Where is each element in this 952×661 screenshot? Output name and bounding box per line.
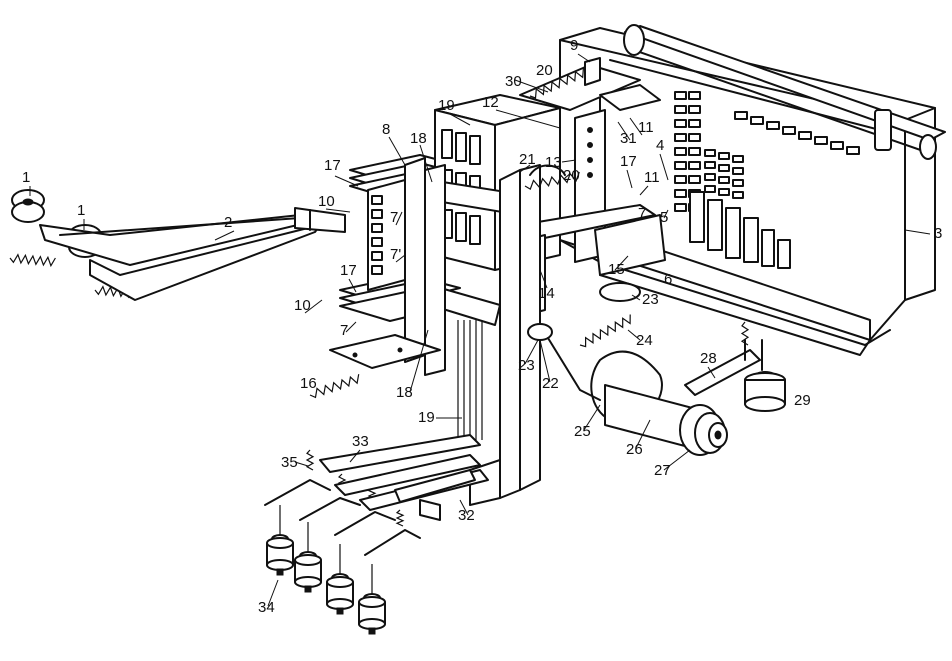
guides-23 [527, 282, 641, 401]
label-10b: 10 [294, 297, 311, 314]
label-23a: 23 [642, 291, 659, 308]
label-35: 35 [281, 454, 298, 471]
label-1a: 1 [22, 169, 30, 186]
label-17c: 17 [620, 153, 637, 170]
label-26: 26 [626, 441, 643, 458]
label-11a: 11 [638, 119, 654, 136]
drum-assembly [590, 350, 728, 456]
shaft-rod [623, 24, 946, 160]
label-23b: 23 [518, 357, 535, 374]
label-21: 21 [519, 151, 536, 168]
connector-blocks [689, 191, 791, 269]
label-12: 12 [482, 94, 499, 111]
label-1b: 1 [77, 202, 85, 219]
label-10a: 10 [318, 193, 335, 210]
label-18b: 18 [396, 384, 413, 401]
label-3: 3 [934, 225, 942, 242]
label-11b: 11 [644, 169, 660, 186]
base-plate-16 [329, 334, 441, 369]
pendant-links-34 [264, 479, 421, 556]
label-17b: 17 [340, 262, 357, 279]
label-28: 28 [700, 350, 717, 367]
leader-lines [29, 53, 931, 607]
label-16: 16 [300, 375, 317, 392]
part-labels: 1 1 2 3 4 5 6 7 7' 7 7 8 9 10 10 11 11 1… [22, 37, 942, 616]
label-9: 9 [570, 37, 578, 54]
label-31: 31 [620, 130, 637, 147]
arms-2 [39, 207, 346, 301]
label-4: 4 [656, 137, 664, 154]
label-20a: 20 [536, 62, 553, 79]
label-8: 8 [382, 121, 390, 138]
label-7c: 7 [340, 322, 348, 339]
label-18a: 18 [410, 130, 427, 147]
label-29: 29 [794, 392, 811, 409]
label-15: 15 [608, 261, 625, 278]
label-19b: 19 [418, 409, 435, 426]
label-20b: 20 [563, 167, 580, 184]
label-27: 27 [654, 462, 671, 479]
label-6: 6 [664, 271, 672, 288]
label-13: 13 [545, 154, 562, 171]
weight-29 [744, 371, 786, 412]
label-34: 34 [258, 599, 275, 616]
bracket-9-12 [519, 57, 661, 111]
card-slots [674, 91, 860, 212]
label-7d: 7 [638, 205, 646, 222]
label-22: 22 [542, 375, 559, 392]
label-14: 14 [538, 285, 555, 302]
label-19a: 19 [438, 97, 455, 114]
wires-19 [457, 320, 483, 440]
label-33: 33 [352, 433, 369, 450]
linkage-32-33 [319, 434, 489, 521]
label-2: 2 [224, 214, 232, 231]
label-32: 32 [458, 507, 475, 524]
weights-34 [266, 505, 386, 635]
label-7b: 7' [390, 246, 401, 263]
label-5: 5 [660, 209, 668, 226]
label-7a: 7 [390, 209, 398, 226]
lever-28 [684, 339, 763, 396]
springs [9, 68, 750, 527]
label-24: 24 [636, 332, 653, 349]
label-17a: 17 [324, 157, 341, 174]
comb-plate-8 [367, 157, 426, 363]
label-25: 25 [574, 423, 591, 440]
label-30: 30 [505, 73, 522, 90]
